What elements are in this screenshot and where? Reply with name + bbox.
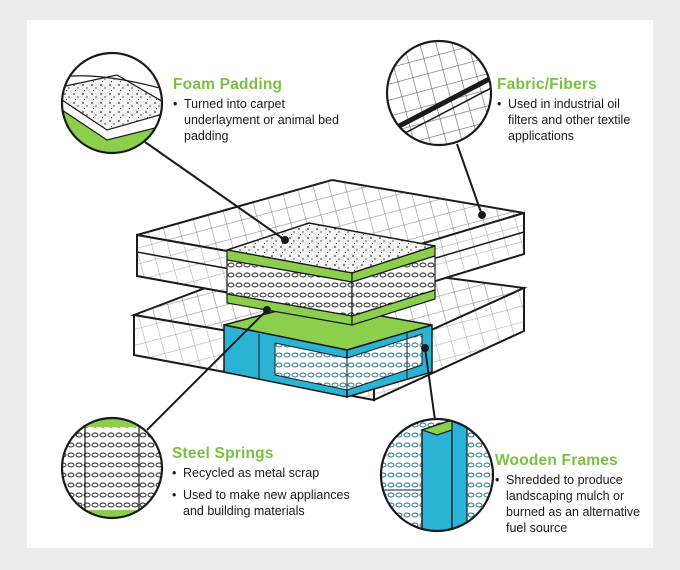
leader-lines (144, 141, 486, 431)
foam-padding-title: Foam Padding (173, 76, 283, 93)
steel-springs-title: Steel Springs (172, 445, 274, 462)
foam-padding-callout: Foam Padding Turned into carpet underlay… (173, 76, 353, 150)
foam-callout-circle (60, 51, 164, 155)
fabric-fibers-callout: Fabric/Fibers Used in industrial oil fil… (497, 76, 642, 150)
foam-and-springs-cutaway (226, 222, 436, 326)
wooden-frames-bullet: Shredded to produce landscaping mulch or… (495, 472, 650, 536)
foam-padding-bullet: Turned into carpet underlayment or anima… (173, 96, 353, 144)
springs-callout-circle (60, 416, 164, 520)
diagram-panel: Foam Padding Turned into carpet underlay… (27, 20, 653, 548)
mattress-exploded-diagram (60, 39, 528, 533)
steel-springs-callout: Steel Springs Recycled as metal scrap Us… (172, 445, 362, 525)
fabric-callout-circle (385, 39, 493, 147)
fabric-fibers-bullet: Used in industrial oil filters and other… (497, 96, 642, 144)
wooden-frames-title: Wooden Frames (495, 452, 618, 469)
steel-springs-bullet-1: Recycled as metal scrap (172, 465, 362, 481)
wooden-frames-callout: Wooden Frames Shredded to produce landsc… (495, 452, 650, 542)
fabric-fibers-title: Fabric/Fibers (497, 76, 597, 93)
wooden-frame-cutaway (223, 302, 433, 399)
wood-callout-circle (379, 417, 495, 533)
steel-springs-bullet-2: Used to make new appliances and building… (172, 487, 362, 519)
